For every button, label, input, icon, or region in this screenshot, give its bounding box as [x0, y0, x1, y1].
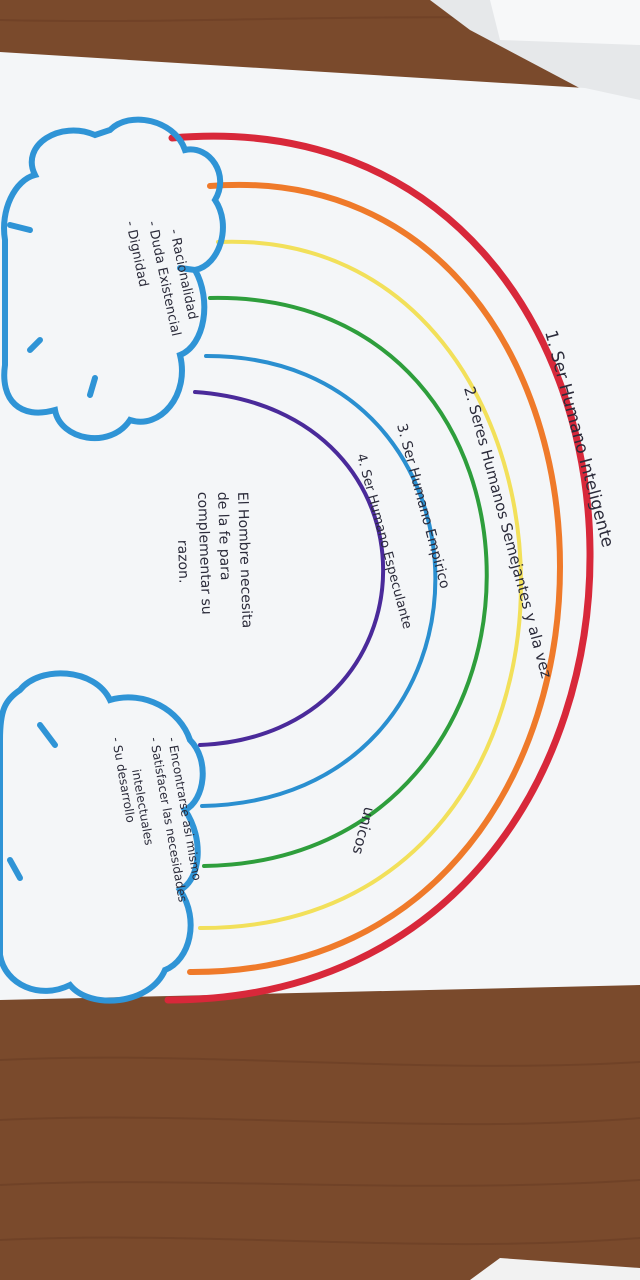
center-note-line-1: El Hombre necesita [234, 492, 255, 629]
center-note: El Hombre necesita de la fe para complem… [174, 492, 255, 629]
rainbow-arc-red [164, 132, 594, 1004]
rainbow-arc-blue [200, 353, 438, 808]
rainbow-arc-orange [187, 181, 563, 976]
center-note-line-3: complementar su [194, 492, 214, 615]
paper-sheet-top-right-2 [490, 0, 640, 45]
rainbow-arc-purple [193, 390, 385, 747]
paper-sheet-bottom-right [470, 1258, 640, 1280]
center-note-line-2: de la fe para [214, 492, 233, 581]
center-note-line-4: razon. [174, 540, 192, 584]
rainbow-arc-green [202, 295, 489, 868]
rainbow [164, 132, 594, 1004]
left-cloud [1, 116, 226, 441]
right-cloud [0, 670, 206, 1004]
rainbow-arc-yellow [198, 239, 523, 931]
wood-grain [0, 16, 640, 1246]
